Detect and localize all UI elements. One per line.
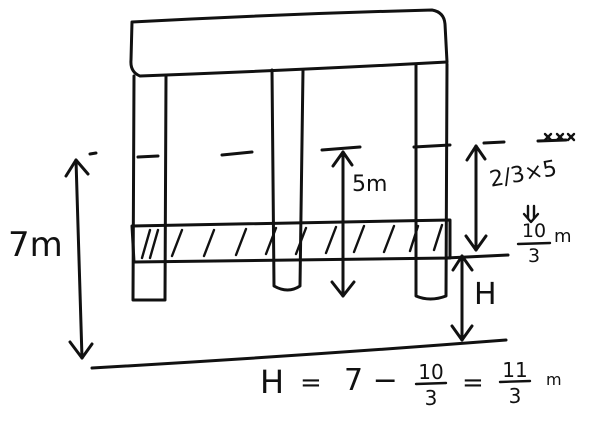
label-ten-num: 10 [521,220,547,242]
equation-frac2-num: 11 [502,358,528,382]
label-ten-thirds-unit: m [554,226,572,247]
implies-arrow [522,204,540,224]
beam-hatching [140,223,444,260]
surface-marks [543,132,576,142]
equation-frac2-den: 3 [508,384,522,408]
label-5m: 5m [352,172,388,197]
left-column [131,74,168,302]
middle-column [270,68,305,292]
equation-unit: m [546,370,562,389]
ground-line [90,338,508,370]
water-surface-dashes [88,138,568,159]
seven-meter-arrow [64,158,94,360]
beam-level-line [444,253,510,260]
fraction-bar-eq-ten-thirds [414,381,448,386]
equation-frac1-num: 10 [418,360,444,384]
equation-equals-2: = [462,368,484,398]
fraction-bar-ten-thirds [516,241,552,246]
equation-h: H [260,363,285,401]
two-thirds-arrow [464,144,488,252]
label-7m: 7m [8,225,63,265]
equation-seven-minus: 7 − [344,363,398,398]
equation-equals-1: = [300,368,322,398]
equation-frac1-den: 3 [424,386,438,410]
label-three-den: 3 [527,245,541,267]
h-arrow [450,254,474,342]
five-meter-arrow [330,150,356,298]
right-column [414,62,449,301]
label-h: H [474,277,497,312]
top-slab [129,8,449,78]
hatched-beam [130,218,452,264]
fraction-bar-eq-eleven-thirds [498,379,532,384]
